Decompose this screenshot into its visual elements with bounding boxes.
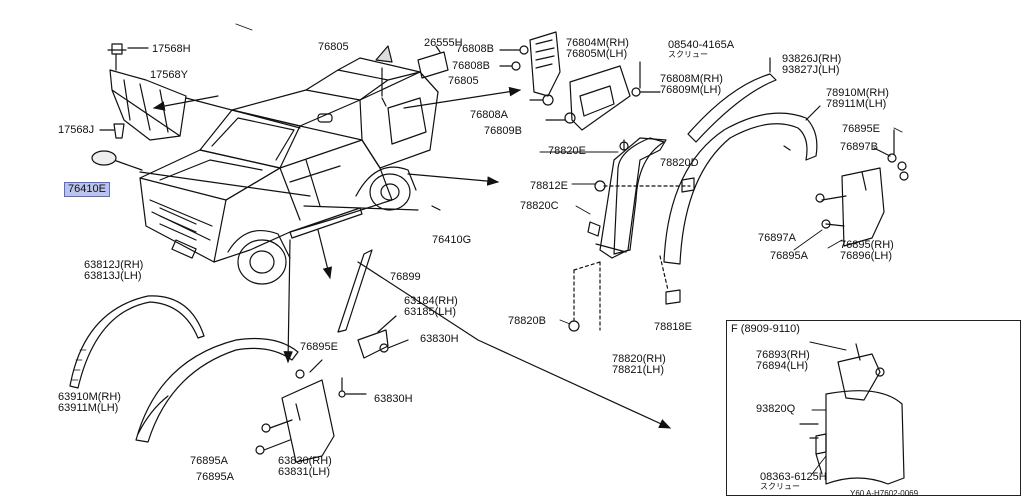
label-78818E[interactable]: 78818E	[654, 321, 692, 333]
label-76895-rh[interactable]: 76895(RH) 76896(LH)	[840, 240, 894, 262]
label-63812J-rh: 63812J(RH)	[84, 259, 144, 271]
label-76895A-left-2[interactable]: 76895A	[196, 471, 234, 483]
part-inset-mudflap	[799, 343, 905, 485]
part-76804M	[499, 31, 661, 131]
label-76893-rh: 76893(RH)	[756, 349, 810, 361]
label-76893[interactable]: 76893(RH) 76894(LH)	[756, 350, 810, 372]
label-63184-rh: 63184(RH)	[404, 295, 458, 307]
label-93820Q[interactable]: 93820Q	[756, 403, 796, 415]
label-76809M-lh: 76809M(LH)	[660, 84, 722, 96]
truck-illustration	[139, 57, 439, 285]
label-63910M[interactable]: 63910M(RH) 63911M(LH)	[58, 392, 121, 414]
label-63911M-lh: 63911M(LH)	[58, 402, 119, 414]
part-mudflap-front	[255, 359, 335, 463]
label-17568J[interactable]: 17568J	[58, 124, 95, 136]
label-08363-desc: スクリュー	[760, 482, 800, 491]
inset-panel-F: F (8909-9110)	[726, 320, 1021, 496]
label-63831-lh-text: 63831(LH)	[278, 466, 330, 478]
label-76895A-left-1[interactable]: 76895A	[190, 455, 228, 467]
label-76805-b[interactable]: 76805	[448, 75, 479, 87]
part-17568H	[107, 43, 127, 55]
label-76808M-rh: 76808M(RH)	[660, 73, 723, 85]
label-08540-number: 08540-4165A	[668, 39, 735, 51]
label-63830-rh[interactable]: 63830(RH) 63831(LH)	[278, 456, 332, 478]
part-78820	[568, 137, 695, 332]
label-78821-lh-text: 78821(LH)	[612, 364, 664, 376]
label-76808B-b[interactable]: 76808B	[452, 60, 490, 72]
label-76895-rh-text: 76895(RH)	[840, 239, 894, 251]
label-76895E-left[interactable]: 76895E	[300, 341, 338, 353]
inset-title: F (8909-9110)	[731, 323, 800, 335]
label-76805M-lh: 76805M(LH)	[566, 48, 628, 60]
label-08363-number: 08363-6125H	[760, 471, 827, 483]
label-78820-rh-text: 78820(RH)	[612, 353, 666, 365]
label-63830-rh-text: 63830(RH)	[278, 455, 332, 467]
label-08540-desc: スクリュー	[668, 50, 708, 59]
label-76896-lh-text: 76896(LH)	[840, 250, 892, 262]
label-78812E[interactable]: 78812E	[530, 180, 568, 192]
label-93827J-lh: 93827J(LH)	[782, 64, 840, 76]
label-76808A[interactable]: 76808A	[470, 109, 508, 121]
label-78820D[interactable]: 78820D	[660, 157, 699, 169]
label-78911M-lh: 78911M(LH)	[826, 98, 887, 110]
label-08540[interactable]: 08540-4165A スクリュー	[668, 40, 734, 59]
label-78910M-rh: 78910M(RH)	[826, 87, 889, 99]
label-76899[interactable]: 76899	[390, 271, 421, 283]
label-08363[interactable]: 08363-6125H スクリュー	[760, 472, 827, 491]
label-17568H[interactable]: 17568H	[152, 43, 191, 55]
part-76410E	[91, 150, 117, 166]
label-76804M-rh: 76804M(RH)	[566, 37, 629, 49]
diagram-reference-code: Y60 A-H7602-0069	[850, 489, 919, 498]
label-63830H-b[interactable]: 63830H	[374, 393, 413, 405]
label-63184[interactable]: 63184(RH) 63185(LH)	[404, 296, 458, 318]
label-78820-rh[interactable]: 78820(RH) 78821(LH)	[612, 354, 666, 376]
part-63910M	[135, 337, 299, 443]
label-76895A-right[interactable]: 76895A	[770, 250, 808, 262]
label-78820B[interactable]: 78820B	[508, 315, 546, 327]
label-63185-lh: 63185(LH)	[404, 306, 456, 318]
label-76897B[interactable]: 76897B	[840, 141, 878, 153]
part-76899	[337, 249, 373, 333]
label-78820E[interactable]: 78820E	[548, 145, 586, 157]
part-63812J	[69, 295, 205, 389]
label-76808B-a[interactable]: 76808B	[456, 43, 494, 55]
label-93826J[interactable]: 93826J(RH) 93827J(LH)	[782, 54, 841, 76]
part-rear-flare	[663, 57, 821, 265]
label-76895E-right[interactable]: 76895E	[842, 123, 880, 135]
label-76894-lh: 76894(LH)	[756, 360, 808, 372]
label-76805-a[interactable]: 76805	[318, 41, 349, 53]
label-63813J-lh: 63813J(LH)	[84, 270, 142, 282]
label-76410G[interactable]: 76410G	[432, 234, 472, 246]
label-26555H[interactable]: 26555H	[424, 37, 463, 49]
label-63812J[interactable]: 63812J(RH) 63813J(LH)	[84, 260, 143, 282]
label-76410E[interactable]: 76410E	[64, 182, 110, 197]
label-78820C[interactable]: 78820C	[520, 200, 559, 212]
part-mudflap-right	[815, 129, 909, 247]
label-63910M-rh: 63910M(RH)	[58, 391, 121, 403]
part-17568Y	[109, 69, 187, 141]
label-76897A[interactable]: 76897A	[758, 232, 796, 244]
label-76804M[interactable]: 76804M(RH) 76805M(LH)	[566, 38, 629, 60]
label-63830H-a[interactable]: 63830H	[420, 333, 459, 345]
label-17568Y[interactable]: 17568Y	[150, 69, 188, 81]
label-93826J-rh: 93826J(RH)	[782, 53, 842, 65]
pointer-lines	[107, 67, 672, 429]
label-76808M[interactable]: 76808M(RH) 76809M(LH)	[660, 74, 723, 96]
label-76809B[interactable]: 76809B	[484, 125, 522, 137]
label-78910M[interactable]: 78910M(RH) 78911M(LH)	[826, 88, 889, 110]
